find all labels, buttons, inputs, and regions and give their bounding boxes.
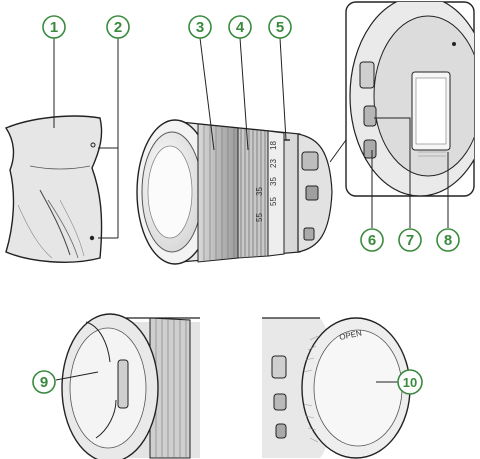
zoom-marking-55-lower: 55 xyxy=(269,197,278,206)
callout-1: 1 xyxy=(42,15,66,39)
callout-7: 7 xyxy=(398,228,422,252)
callout-2: 2 xyxy=(106,15,130,39)
focus-ring-ribbing xyxy=(203,125,235,261)
lens-switch-lower xyxy=(303,227,315,241)
inset-connector xyxy=(329,139,347,163)
svg-text:9: 9 xyxy=(40,374,48,391)
svg-text:7: 7 xyxy=(406,232,414,249)
leader-lines xyxy=(53,37,449,383)
callout-10: 10 xyxy=(397,369,423,395)
hood-mount-index-dot xyxy=(90,142,96,148)
zoom-marking-18: 18 xyxy=(269,141,278,150)
svg-text:3: 3 xyxy=(196,19,204,36)
svg-text:2: 2 xyxy=(114,19,122,36)
lens-switch-middle xyxy=(305,185,319,201)
zoom-ring-ribbing xyxy=(240,129,266,258)
callout-6: 6 xyxy=(360,228,384,252)
lens-with-front-cap xyxy=(61,313,200,459)
svg-text:5: 5 xyxy=(276,19,284,36)
svg-text:6: 6 xyxy=(368,232,376,249)
zoom-marking-55: 55 xyxy=(255,213,264,222)
callout-9: 9 xyxy=(32,370,56,394)
lens-side-view: 18 23 35 35 55 55 xyxy=(136,119,333,265)
aperture-switch xyxy=(359,61,375,89)
rear-mount-inset xyxy=(345,1,475,197)
svg-text:8: 8 xyxy=(444,232,452,249)
svg-text:1: 1 xyxy=(50,19,58,36)
callout-4: 4 xyxy=(228,15,252,39)
ois-switch xyxy=(363,105,377,127)
lens-switch-upper xyxy=(301,151,319,171)
hood-index-dot xyxy=(89,235,95,241)
lens-hood xyxy=(4,115,103,263)
focus-mode-switch xyxy=(363,139,377,159)
svg-text:4: 4 xyxy=(236,19,245,36)
callout-8: 8 xyxy=(436,228,460,252)
callout-5: 5 xyxy=(268,15,292,39)
lens-with-rear-cap: OPEN xyxy=(262,317,411,459)
svg-text:10: 10 xyxy=(403,375,417,390)
zoom-marking-35-lower: 35 xyxy=(255,187,264,196)
zoom-marking-23: 23 xyxy=(269,159,278,168)
callout-3: 3 xyxy=(188,15,212,39)
zoom-marking-35: 35 xyxy=(269,177,278,186)
